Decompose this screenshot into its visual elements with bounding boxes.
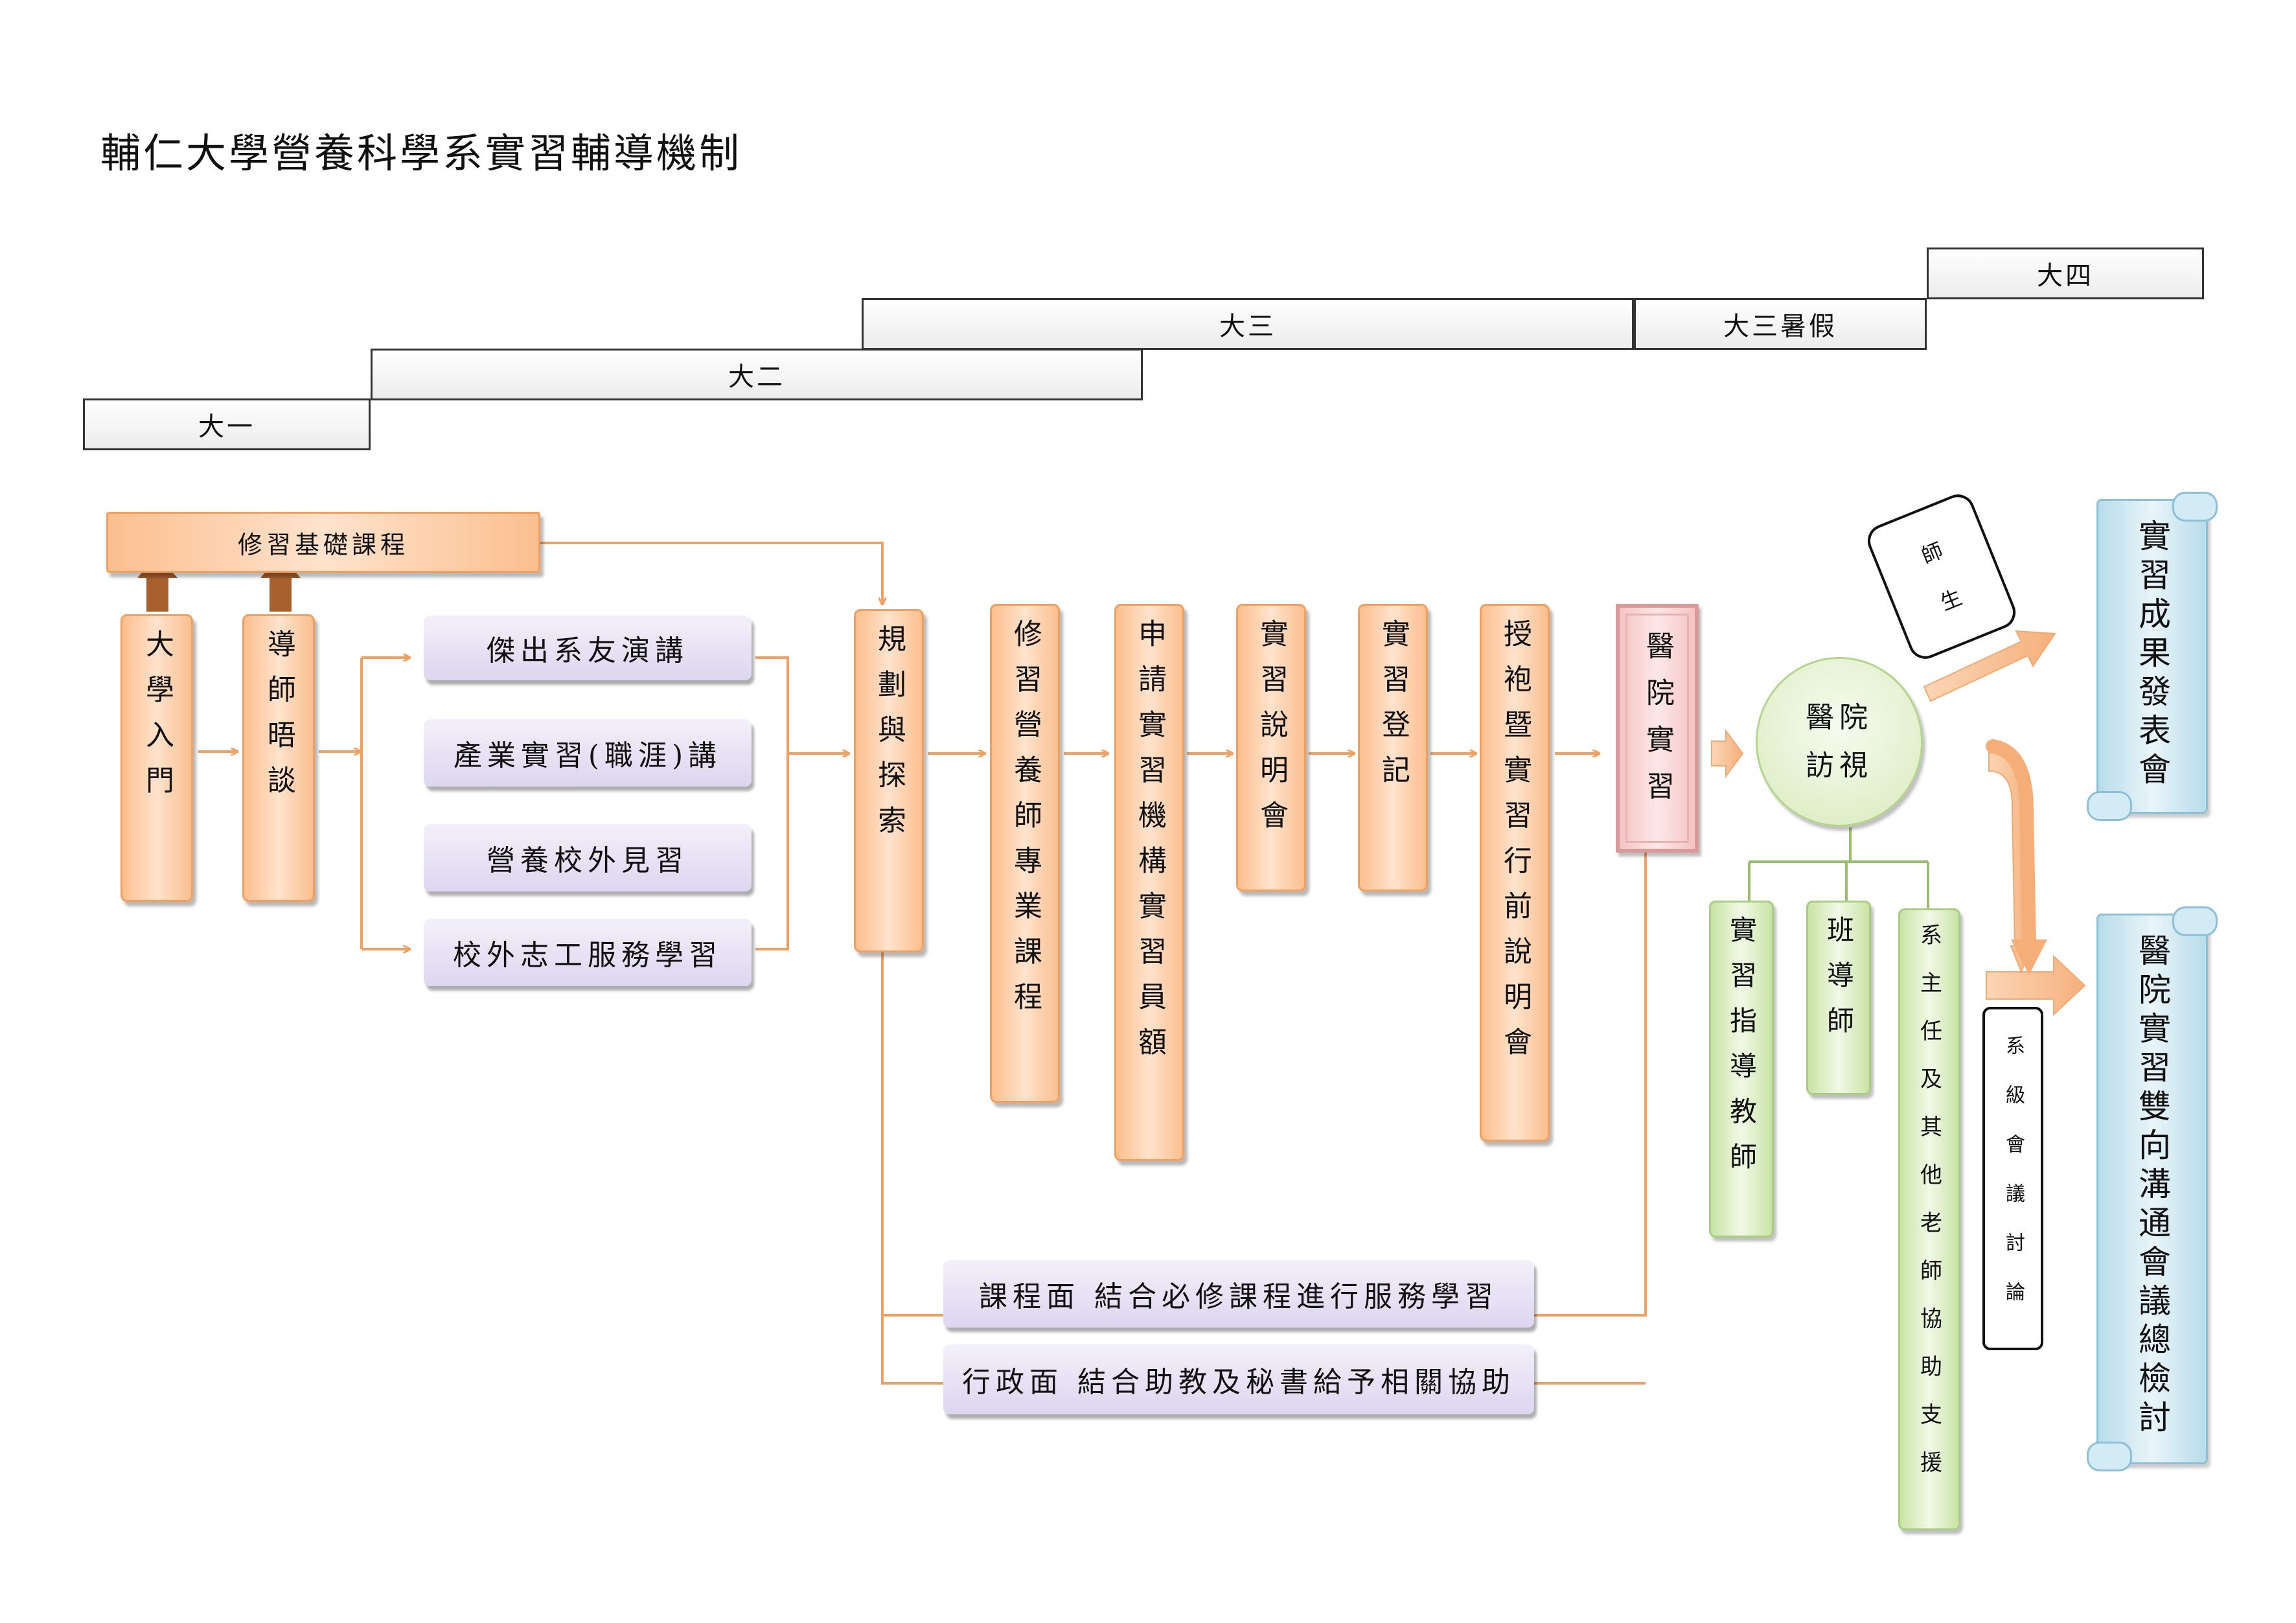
visitor-chair-faculty: 系主任及其他老師協助支援	[1898, 908, 1960, 1530]
year-bar-freshman: 大一	[83, 398, 371, 450]
step-label: 實習登記	[1377, 619, 1410, 800]
meeting-label: 系級會議討論	[2002, 1035, 2025, 1331]
step-label: 導師晤談	[262, 629, 295, 811]
visit-line: 訪視	[1806, 749, 1873, 782]
step-university-intro: 大學入門	[121, 614, 193, 902]
step-robe-ceremony: 授袍暨實習行前說明會	[1480, 604, 1550, 1142]
activity-label: 產業實習(職涯)講	[453, 739, 722, 772]
step-label: 大學入門	[141, 629, 174, 811]
step-apply-placement: 申請實習機構實習員額	[1114, 604, 1184, 1161]
outcome-label: 實習成果發表會	[2133, 519, 2171, 791]
activity-alumni-talk: 傑出系友演講	[424, 616, 752, 680]
activity-industry-talk: 產業實習(職涯)講	[424, 719, 752, 787]
page-title: 輔仁大學營養科學系實習輔導機制	[100, 130, 742, 177]
year-label: 大三暑假	[1723, 312, 1837, 341]
activity-label: 傑出系友演講	[487, 634, 689, 667]
scroll-curl-bottom	[2087, 1442, 2132, 1471]
year-label: 大四	[2037, 261, 2094, 291]
step-label: 申請實習機構實習員額	[1133, 619, 1166, 1072]
support-label: 行政面 結合助教及秘書給予相關協助	[962, 1366, 1515, 1399]
step-label: 修習營養師專業課程	[1009, 619, 1042, 1027]
visitor-homeroom: 班導師	[1806, 901, 1871, 1095]
scroll-curl-bottom	[2087, 791, 2132, 821]
hospital-visit-circle: 醫院 訪視	[1756, 657, 1923, 827]
step-dietitian-courses: 修習營養師專業課程	[990, 604, 1060, 1103]
scroll-curl-top	[2172, 906, 2218, 936]
visitor-label: 實習指導教師	[1725, 915, 1758, 1188]
support-admin: 行政面 結合助教及秘書給予相關協助	[943, 1344, 1534, 1414]
visitor-label: 班導師	[1822, 915, 1855, 1052]
visitor-label: 系主任及其他老師協助支援	[1916, 923, 1942, 1499]
support-label: 課程面 結合必修課程進行服務學習	[979, 1280, 1498, 1313]
card-line: 師	[1918, 538, 1947, 569]
outcome-label: 醫院實習雙向溝通會議總檢討	[2133, 934, 2171, 1439]
step-internship-briefing: 實習說明會	[1236, 604, 1306, 892]
foundation-course-box: 修習基礎課程	[106, 512, 540, 573]
department-meeting-box: 系級會議討論	[1982, 1007, 2043, 1350]
card-line: 生	[1936, 584, 1966, 616]
step-label: 實習說明會	[1255, 619, 1288, 846]
year-bar-junior: 大三	[862, 298, 1634, 350]
foundation-label: 修習基礎課程	[237, 530, 409, 559]
year-label: 大一	[198, 412, 255, 442]
outcome-presentation-scroll: 實習成果發表會	[2087, 492, 2218, 821]
step-label: 授袍暨實習行前說明會	[1498, 619, 1532, 1072]
step-mentor-talk: 導師晤談	[242, 614, 315, 902]
year-bar-senior: 大四	[1927, 247, 2204, 299]
year-bar-sophomore: 大二	[371, 349, 1143, 400]
visit-line: 醫院	[1806, 701, 1873, 734]
activity-volunteer-service: 校外志工服務學習	[424, 919, 752, 986]
support-course: 課程面 結合必修課程進行服務學習	[943, 1260, 1534, 1328]
year-bar-junior-summer: 大三暑假	[1634, 298, 1927, 350]
activity-label: 營養校外見習	[487, 844, 689, 877]
step-label: 醫院實習	[1641, 631, 1674, 818]
scroll-curl-top	[2172, 492, 2218, 522]
activity-field-visit: 營養校外見習	[424, 824, 752, 892]
step-internship-registration: 實習登記	[1358, 604, 1428, 892]
year-label: 大二	[728, 362, 785, 392]
year-label: 大三	[1219, 312, 1276, 341]
step-hospital-internship: 醫院實習	[1616, 604, 1699, 853]
activity-label: 校外志工服務學習	[453, 939, 722, 972]
step-plan-explore: 規劃與探索	[854, 609, 924, 952]
step-label: 規劃與探索	[873, 624, 906, 851]
visitor-instructor: 實習指導教師	[1709, 901, 1774, 1237]
outcome-review-scroll: 醫院實習雙向溝通會議總檢討	[2087, 906, 2218, 1471]
